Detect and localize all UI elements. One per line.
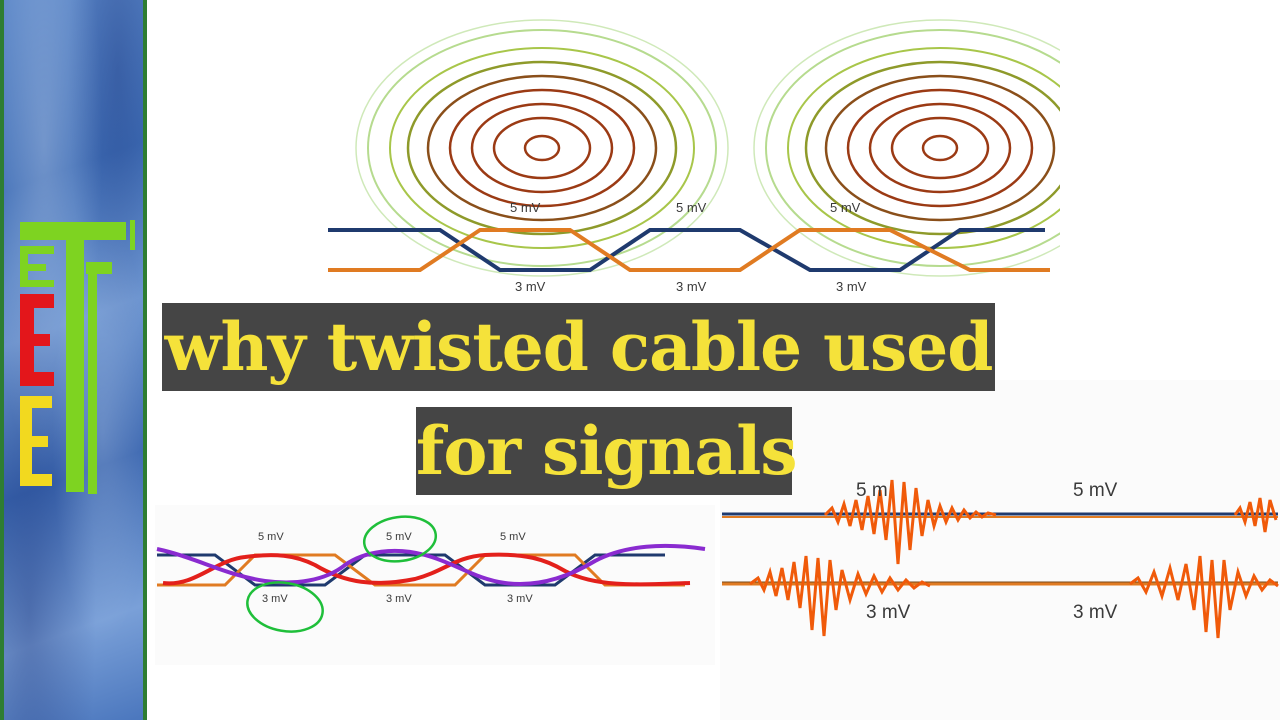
wire-purple xyxy=(156,543,706,586)
highlight-circle-top xyxy=(362,515,438,563)
bottom-right-panel xyxy=(720,380,1280,720)
title-line-1: why twisted cable used xyxy=(162,303,995,391)
wire-blue xyxy=(328,228,1045,272)
br-high-label-1: 5 m xyxy=(856,480,888,501)
br-low-label-2: 3 mV xyxy=(1073,602,1118,623)
bl-low-label-1: 3 mV xyxy=(262,593,288,605)
bottom-right-noise-diagram xyxy=(722,479,1279,639)
top-high-label-2: 5 mV xyxy=(676,200,707,215)
top-high-label-1: 5 mV xyxy=(510,200,541,215)
bl-low-label-3: 3 mV xyxy=(507,593,533,605)
br-low-label-1: 3 mV xyxy=(866,602,911,623)
channel-logo xyxy=(20,220,135,494)
bottom-left-twisted-pair-diagram xyxy=(156,515,706,633)
top-twisted-pair-diagram xyxy=(328,19,1060,277)
noise-burst-lower-right xyxy=(1129,555,1279,639)
highlight-circle-bottom xyxy=(246,581,324,633)
sidebar xyxy=(0,0,147,720)
bl-high-label-3: 5 mV xyxy=(500,531,526,543)
sidebar-left-edge xyxy=(0,0,4,720)
bl-low-label-2: 3 mV xyxy=(386,593,412,605)
field-rings-left xyxy=(355,19,729,277)
bl-high-label-1: 5 mV xyxy=(258,531,284,543)
noise-burst-lower-left xyxy=(749,555,931,637)
noise-burst-upper-right xyxy=(1233,497,1278,533)
br-high-label-2: 5 mV xyxy=(1073,480,1118,501)
sidebar-right-edge xyxy=(143,0,147,720)
field-rings-right xyxy=(753,19,1060,277)
top-high-label-3: 5 mV xyxy=(830,200,861,215)
bl-high-label-2: 5 mV xyxy=(386,531,412,543)
wire-orange xyxy=(157,553,685,587)
title-line-2: for signals xyxy=(416,407,798,495)
top-low-label-1: 3 mV xyxy=(515,279,546,294)
top-low-label-3: 3 mV xyxy=(836,279,867,294)
top-low-label-2: 3 mV xyxy=(676,279,707,294)
wire-orange xyxy=(328,228,1050,272)
noise-burst-upper-left xyxy=(823,479,997,565)
